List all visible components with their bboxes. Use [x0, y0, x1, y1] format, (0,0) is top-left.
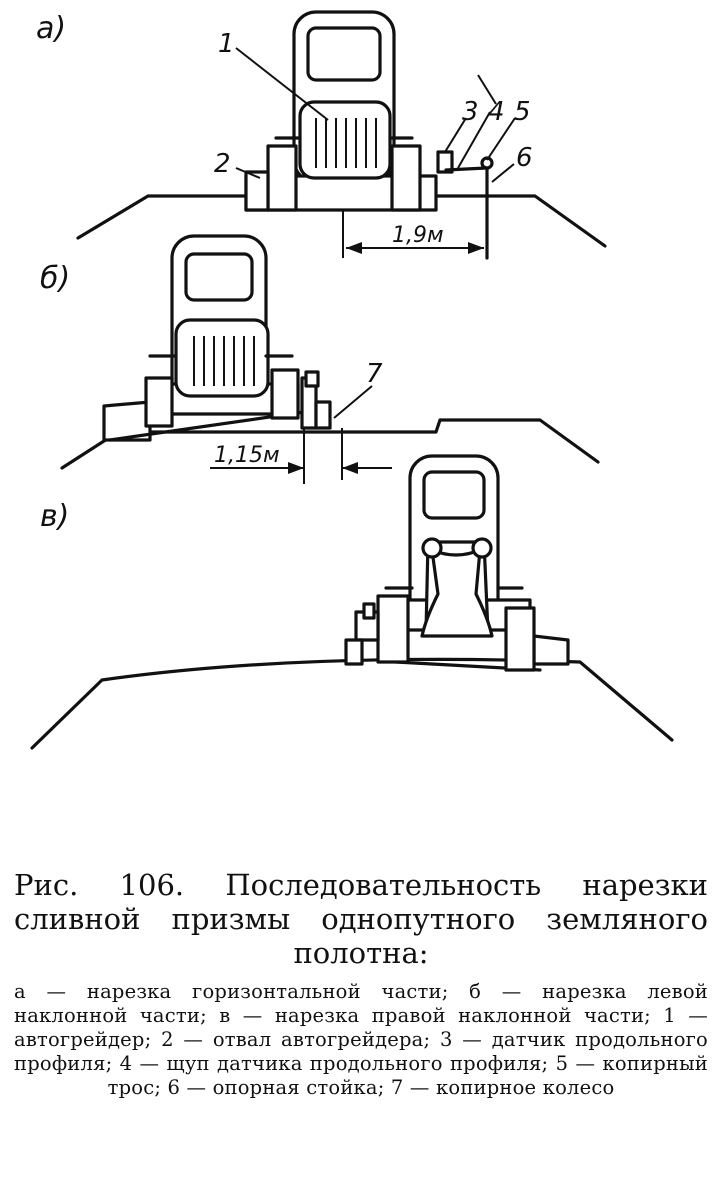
- figure-caption: Рис. 106. Последовательность нарезки сли…: [14, 868, 708, 1100]
- panel-a-blade: [244, 170, 270, 212]
- callout-1: 1: [218, 29, 235, 59]
- panel-b-label: б): [40, 261, 70, 296]
- panel-b-copy-wheel: [300, 370, 332, 430]
- panel-c: в): [30, 454, 674, 750]
- panel-b-grader: [144, 234, 300, 428]
- panel-a-probe: [444, 166, 488, 172]
- callout-4: 4: [488, 97, 505, 127]
- panel-b-dimension: 1,15м: [210, 428, 392, 484]
- dimension-1-9m: 1,9м: [392, 223, 444, 248]
- panel-c-embankment: [30, 657, 674, 750]
- callout-3: 3: [462, 97, 479, 127]
- panel-a-label: а): [36, 11, 66, 46]
- panel-a-dimension: 1,9м: [346, 223, 484, 254]
- dimension-1-15m: 1,15м: [214, 443, 280, 468]
- panel-b: б): [40, 234, 600, 484]
- panel-c-sensor-stack: [344, 602, 380, 666]
- panel-c-grader: [376, 454, 536, 672]
- callout-2: 2: [214, 149, 231, 179]
- panel-a: а): [36, 10, 607, 260]
- grading-sequence-figure: а): [30, 10, 674, 750]
- callout-5: 5: [514, 97, 531, 127]
- panel-c-label: в): [40, 499, 69, 534]
- callout-7: 7: [366, 359, 383, 389]
- caption-title: Рис. 106. Последовательность нарезки сли…: [14, 868, 708, 970]
- callout-6: 6: [516, 143, 533, 173]
- panel-a-grader: [244, 10, 438, 212]
- caption-legend: а — нарезка горизонтальной части; б — на…: [14, 980, 708, 1099]
